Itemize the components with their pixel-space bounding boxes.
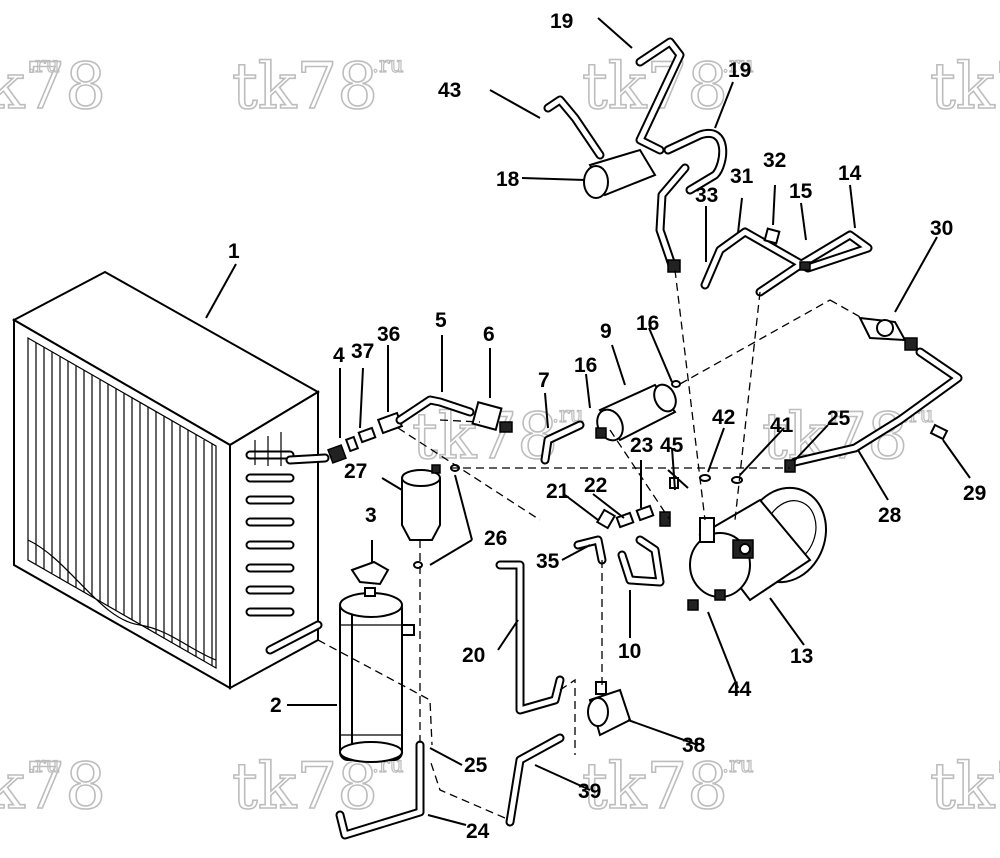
callout-10: 10 — [618, 640, 641, 663]
leader-arrows — [205, 17, 971, 826]
callout-19b: 19 — [728, 59, 751, 82]
mount-bracket — [350, 560, 390, 586]
callout-3: 3 — [365, 504, 377, 527]
callout-32: 32 — [763, 149, 786, 172]
callout-43: 43 — [438, 79, 461, 102]
callout-22: 22 — [584, 474, 607, 497]
svg-text:tk78: tk78 — [232, 750, 378, 824]
callout-44: 44 — [728, 678, 752, 701]
callout-29: 29 — [963, 482, 986, 505]
callout-39: 39 — [578, 780, 601, 803]
compressor — [689, 486, 828, 602]
svg-text:.ru: .ru — [722, 753, 754, 778]
callout-16a: 16 — [636, 312, 659, 335]
accumulator — [401, 464, 441, 541]
svg-text:.ru: .ru — [28, 53, 60, 78]
callout-7: 7 — [538, 369, 550, 392]
callout-13: 13 — [790, 645, 813, 668]
watermark: tk78 — [929, 749, 1000, 825]
callout-25b: 25 — [827, 407, 851, 430]
lower-lines — [335, 535, 665, 840]
callout-1: 1 — [228, 240, 240, 263]
svg-text:.ru: .ru — [722, 53, 754, 78]
callout-19a: 19 — [550, 10, 573, 33]
clip — [929, 423, 949, 441]
watermark: tk78.ru — [231, 49, 404, 125]
svg-text:tk78: tk78 — [0, 750, 106, 824]
inline-filter — [595, 383, 677, 442]
watermark: tk78 — [929, 49, 1000, 125]
callout-20: 20 — [462, 644, 485, 667]
svg-text:tk78: tk78 — [582, 750, 728, 824]
watermark: tk78.ru — [231, 749, 404, 825]
callout-45: 45 — [660, 434, 684, 457]
callout-35: 35 — [536, 550, 560, 573]
callout-33: 33 — [695, 184, 718, 207]
callout-24: 24 — [466, 820, 490, 843]
callout-38: 38 — [682, 734, 706, 757]
svg-text:tk78: tk78 — [232, 50, 378, 124]
callout-36: 36 — [377, 323, 400, 346]
watermark: tk78.ru — [581, 749, 754, 825]
callout-15: 15 — [789, 180, 813, 203]
svg-text:tk78: tk78 — [0, 50, 106, 124]
callout-2: 2 — [270, 694, 282, 717]
callout-31: 31 — [730, 165, 754, 188]
condenser-core — [11, 270, 330, 690]
callout-37: 37 — [351, 340, 374, 363]
callout-14: 14 — [838, 162, 862, 185]
svg-text:tk78: tk78 — [930, 50, 1000, 124]
condenser-fins — [35, 343, 213, 666]
svg-text:.ru: .ru — [372, 53, 404, 78]
callout-26: 26 — [484, 527, 507, 550]
watermark: tk78.ru — [0, 49, 107, 125]
callout-30: 30 — [930, 217, 953, 240]
svg-text:.ru: .ru — [28, 753, 60, 778]
callout-18: 18 — [496, 168, 520, 191]
callout-27: 27 — [344, 460, 367, 483]
callout-41: 41 — [770, 414, 794, 437]
callout-9: 9 — [600, 320, 612, 343]
callout-21: 21 — [546, 480, 570, 503]
sight-glass — [858, 316, 918, 351]
callout-labels: 1 2 3 4 5 6 7 9 10 13 14 15 16 16 18 19 … — [228, 10, 986, 843]
callout-4: 4 — [333, 344, 345, 367]
callout-5: 5 — [435, 309, 447, 332]
svg-text:tk78: tk78 — [930, 750, 1000, 824]
hose-assemblies — [543, 37, 728, 273]
callout-23: 23 — [630, 434, 653, 457]
pressure-switch — [471, 401, 513, 433]
callout-25a: 25 — [464, 754, 488, 777]
callout-28: 28 — [878, 504, 902, 527]
condenser-tube-bends — [245, 432, 295, 617]
receiver-drier — [339, 587, 415, 763]
callout-16b: 16 — [574, 354, 597, 377]
callout-42: 42 — [712, 406, 735, 429]
suction-line — [700, 227, 873, 297]
expansion-valve — [587, 681, 632, 737]
callout-6: 6 — [483, 323, 495, 346]
watermark: tk78.ru — [0, 749, 107, 825]
